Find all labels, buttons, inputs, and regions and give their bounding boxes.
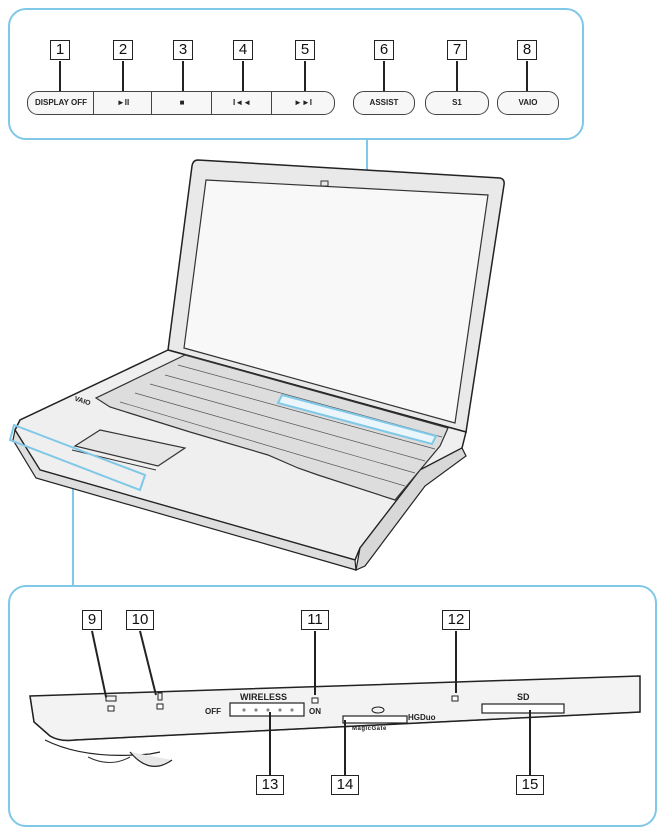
media-buttons-highlight bbox=[276, 393, 438, 446]
callout-9: 9 bbox=[82, 610, 102, 630]
leader-15 bbox=[529, 710, 531, 775]
callout-10: 10 bbox=[126, 610, 154, 630]
leader-14 bbox=[344, 720, 346, 775]
stop-button[interactable]: ■ bbox=[151, 91, 213, 115]
power-indicator-9 bbox=[107, 705, 115, 712]
magic-gate-label: MagicGate bbox=[352, 726, 387, 732]
front-panel-highlight bbox=[8, 423, 147, 492]
leader-3 bbox=[182, 61, 184, 91]
callout-12: 12 bbox=[442, 610, 470, 630]
assist-button[interactable]: ASSIST bbox=[353, 91, 415, 115]
leader-8 bbox=[526, 61, 528, 91]
front-indent bbox=[87, 756, 131, 763]
button-detail-panel bbox=[8, 8, 584, 140]
leader-7 bbox=[456, 61, 458, 91]
memory-stick-slot[interactable] bbox=[342, 715, 408, 724]
previous-track-button[interactable]: I◄◄ bbox=[211, 91, 273, 115]
leader-2 bbox=[122, 61, 124, 91]
callout-3: 3 bbox=[173, 40, 193, 60]
leader-11 bbox=[314, 631, 316, 695]
keyboard-row-4 bbox=[134, 392, 416, 474]
disk-drive-icon bbox=[157, 692, 163, 701]
wireless-off-label: OFF bbox=[205, 707, 221, 716]
callout-11: 11 bbox=[301, 610, 329, 630]
wlan-indicator-12 bbox=[451, 695, 459, 702]
hg-duo-label: HGDuo bbox=[408, 713, 436, 722]
leader-5 bbox=[304, 61, 306, 91]
laptop-foot bbox=[129, 751, 173, 767]
leader-6 bbox=[383, 61, 385, 91]
drive-indicator-10 bbox=[156, 703, 164, 710]
callout-8: 8 bbox=[517, 40, 537, 60]
s1-button[interactable]: S1 bbox=[425, 91, 489, 115]
wireless-indicator-11 bbox=[311, 697, 319, 704]
sd-card-slot[interactable] bbox=[481, 703, 565, 714]
callout-15: 15 bbox=[516, 775, 544, 795]
leader-13 bbox=[269, 712, 271, 775]
wireless-label: WIRELESS bbox=[240, 692, 288, 702]
keyboard-row-3 bbox=[149, 383, 426, 462]
callout-4: 4 bbox=[233, 40, 253, 60]
callout-6: 6 bbox=[374, 40, 394, 60]
callout-14: 14 bbox=[331, 775, 359, 795]
keyboard-row-2 bbox=[164, 374, 436, 450]
callout-7: 7 bbox=[447, 40, 467, 60]
front-edge-contour bbox=[29, 695, 641, 742]
leader-4 bbox=[242, 61, 244, 91]
callout-2: 2 bbox=[113, 40, 133, 60]
wireless-on-label: ON bbox=[309, 707, 321, 716]
webcam-icon bbox=[320, 180, 329, 187]
battery-icon bbox=[105, 695, 117, 702]
leader-12 bbox=[455, 631, 457, 693]
next-track-button[interactable]: ►►I bbox=[271, 91, 335, 115]
keyboard-row-5 bbox=[119, 401, 406, 487]
vaio-button[interactable]: VAIO bbox=[497, 91, 559, 115]
wireless-switch-dots bbox=[242, 708, 294, 712]
sd-label: SD bbox=[517, 692, 530, 702]
callout-1: 1 bbox=[50, 40, 70, 60]
leader-1 bbox=[59, 61, 61, 91]
front-edge-curve bbox=[44, 739, 161, 756]
memory-stick-logo-icon bbox=[371, 706, 385, 714]
display-off-button[interactable]: DISPLAY OFF bbox=[27, 91, 95, 115]
callout-13: 13 bbox=[256, 775, 284, 795]
callout-5: 5 bbox=[295, 40, 315, 60]
laptop-right-edge bbox=[355, 447, 467, 572]
laptop-screen bbox=[183, 179, 489, 424]
keyboard bbox=[94, 354, 449, 501]
touchpad bbox=[73, 429, 187, 467]
play-pause-button[interactable]: ►II bbox=[93, 91, 153, 115]
